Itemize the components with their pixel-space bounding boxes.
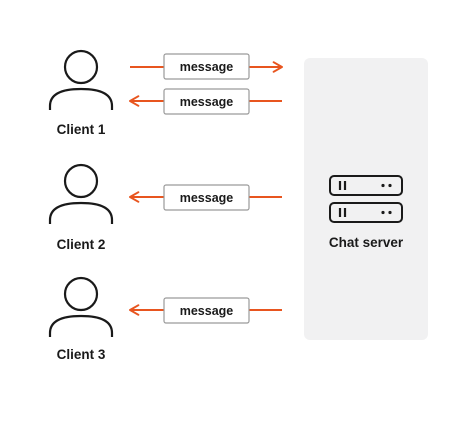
server-panel: [304, 58, 428, 340]
message-label: message: [180, 191, 234, 205]
message-box: message: [163, 53, 250, 80]
message-box: message: [163, 297, 250, 324]
client-label: Client 2: [57, 237, 106, 252]
client-label: Client 3: [57, 347, 106, 362]
message-label: message: [180, 95, 234, 109]
server-icon: [329, 175, 403, 223]
person-icon: [48, 276, 114, 337]
person-icon: [48, 49, 114, 110]
person-icon: [48, 163, 114, 224]
message-label: message: [180, 304, 234, 318]
message-box: message: [163, 184, 250, 211]
server-label: Chat server: [329, 235, 404, 250]
client-label: Client 1: [57, 122, 106, 137]
message-box: message: [163, 88, 250, 115]
message-label: message: [180, 60, 234, 74]
